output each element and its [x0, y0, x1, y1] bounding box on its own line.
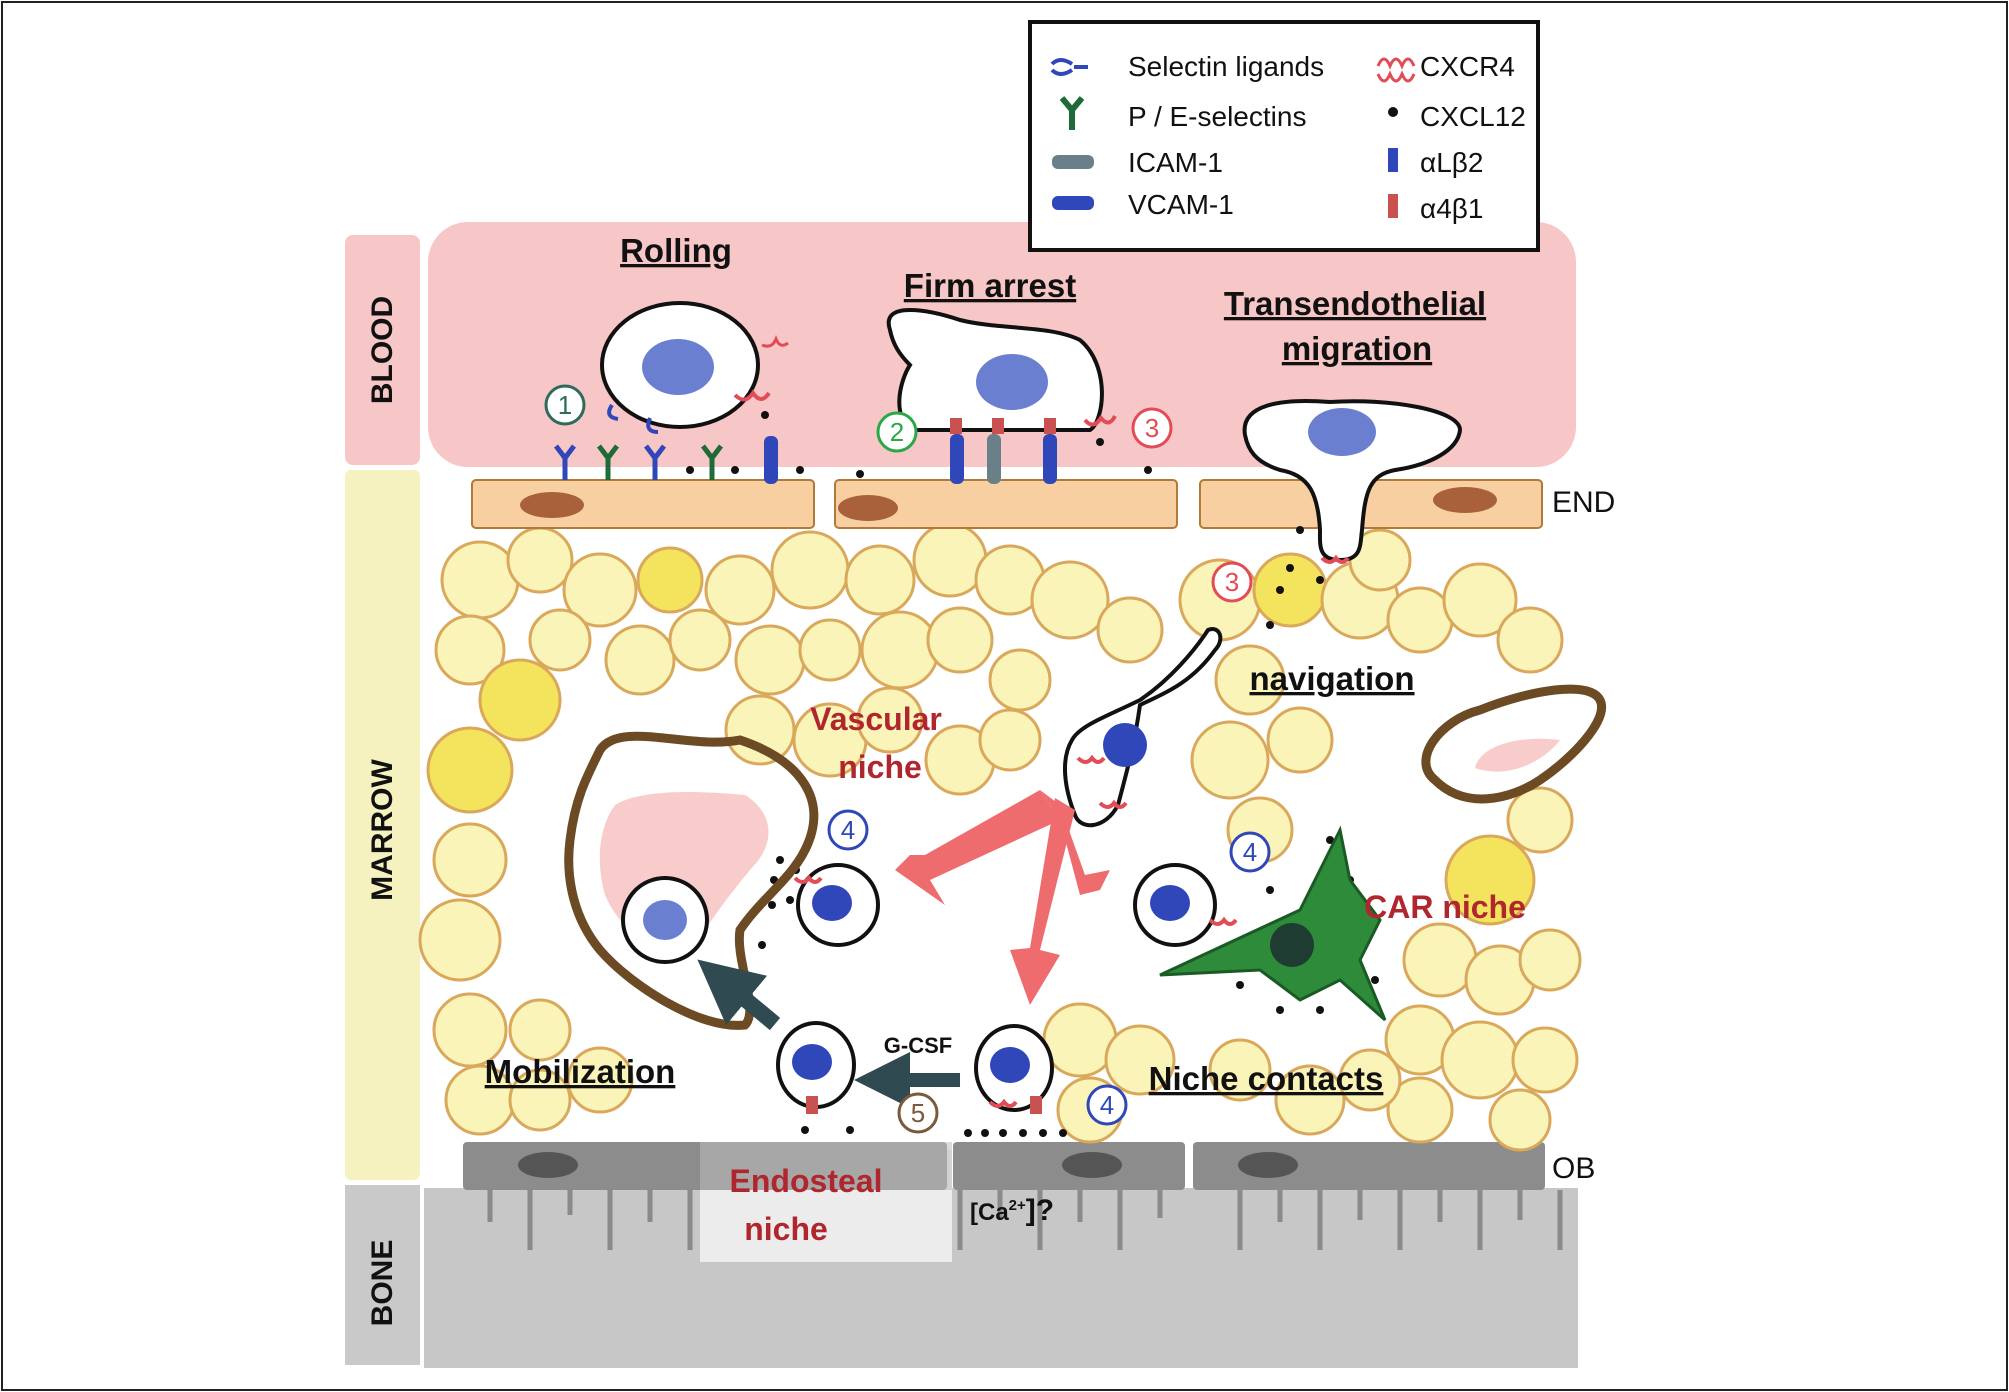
- navigating-cell: [1063, 627, 1223, 828]
- svg-text:5: 5: [911, 1098, 925, 1128]
- car-niche-label: CAR niche: [1364, 889, 1526, 925]
- endosteal-hsc-right: [974, 1024, 1054, 1114]
- marrow-band: [345, 470, 420, 1180]
- bone-lacunae: [487, 1190, 1563, 1250]
- vcam1-icon: [1052, 196, 1094, 210]
- mobilization-arrow: [697, 959, 781, 1031]
- gcsf-label: G-CSF: [884, 1033, 952, 1058]
- legend-cxcl12: CXCL12: [1420, 101, 1526, 132]
- marker-1: 1: [544, 384, 586, 426]
- vcam-icam-molecules: [764, 434, 1057, 484]
- vascular-niche-label-2: niche: [838, 749, 922, 785]
- migration-title: migration: [1282, 330, 1432, 367]
- marker-3a: 3: [1131, 407, 1173, 449]
- svg-text:4: 4: [841, 815, 855, 845]
- marker-4a: 4: [827, 809, 869, 851]
- legend-alb2: αLβ2: [1420, 147, 1483, 178]
- alb2-icon: [1388, 148, 1398, 172]
- step-markers: 1 2 3 3 4 4 4 5: [544, 384, 1271, 1134]
- navigation-title: navigation: [1249, 660, 1414, 697]
- marker-4c: 4: [1086, 1084, 1128, 1126]
- svg-text:3: 3: [1145, 413, 1159, 443]
- legend-pe-selectins: P / E-selectins: [1128, 101, 1306, 132]
- endosteal-niche-label-1: Endosteal: [730, 1163, 883, 1199]
- mobilization-title: Mobilization: [485, 1053, 676, 1090]
- car-niche-hsc: [1133, 863, 1238, 947]
- marrow-label: MARROW: [366, 759, 399, 901]
- firm-arrest-title: Firm arrest: [904, 267, 1076, 304]
- niche-contacts-title: Niche contacts: [1149, 1060, 1384, 1097]
- endothelium: [471, 479, 1543, 529]
- marrow-vessel-right: [1421, 684, 1607, 804]
- a4b1-icon: [1388, 194, 1398, 218]
- transmigrating-cell: [1242, 398, 1463, 564]
- endosteal-hsc-left: [776, 1021, 856, 1114]
- endosteal-highlight: [700, 1142, 952, 1190]
- selectin-ligands-icon: [1050, 58, 1088, 76]
- osteoblast-layer: [463, 1142, 1545, 1190]
- pe-selectin-icon: [1059, 96, 1085, 130]
- adipocyte-field: [418, 522, 1582, 1152]
- legend-selectin-ligands: Selectin ligands: [1128, 51, 1324, 82]
- legend: Selectin ligands CXCR4 P / E-selectins C…: [1028, 20, 1540, 252]
- firm-arrest-cell: [886, 308, 1117, 434]
- legend-vcam1: VCAM-1: [1128, 189, 1234, 220]
- svg-text:3: 3: [1225, 567, 1239, 597]
- legend-cxcr4: CXCR4: [1420, 51, 1515, 82]
- marker-2: 2: [876, 411, 918, 453]
- end-label: END: [1552, 486, 1615, 519]
- legend-a4b1: α4β1: [1420, 193, 1483, 224]
- bone-label: BONE: [366, 1240, 399, 1327]
- legend-icam1: ICAM-1: [1128, 147, 1223, 178]
- blood-band: [345, 235, 420, 465]
- rolling-title: Rolling: [620, 232, 732, 269]
- svg-text:2: 2: [890, 417, 904, 447]
- vascular-niche-hsc: [793, 863, 880, 947]
- rolling-cell: [600, 301, 789, 434]
- svg-text:4: 4: [1100, 1090, 1114, 1120]
- vascular-niche-label-1: Vascular: [810, 701, 942, 737]
- svg-text:4: 4: [1243, 837, 1257, 867]
- marker-4b: 4: [1229, 831, 1271, 873]
- icam1-icon: [1052, 155, 1094, 169]
- endosteal-niche-label-2: niche: [744, 1211, 828, 1247]
- calcium-label: [Ca2+]?: [970, 1194, 1054, 1227]
- niche-arrows: [895, 790, 1110, 1005]
- marker-3b: 3: [1211, 561, 1253, 603]
- cxcr4-icon: [1376, 57, 1416, 83]
- marker-5: 5: [897, 1092, 939, 1134]
- svg-text:1: 1: [558, 390, 572, 420]
- cxcl12-icon: [1388, 107, 1398, 117]
- bone-band: [345, 1185, 420, 1365]
- ob-label: OB: [1552, 1152, 1595, 1185]
- blood-label: BLOOD: [366, 296, 399, 404]
- transendothelial-title: Transendothelial: [1224, 285, 1486, 322]
- car-cell: [1159, 825, 1387, 1022]
- selectin-receptors: [554, 444, 723, 480]
